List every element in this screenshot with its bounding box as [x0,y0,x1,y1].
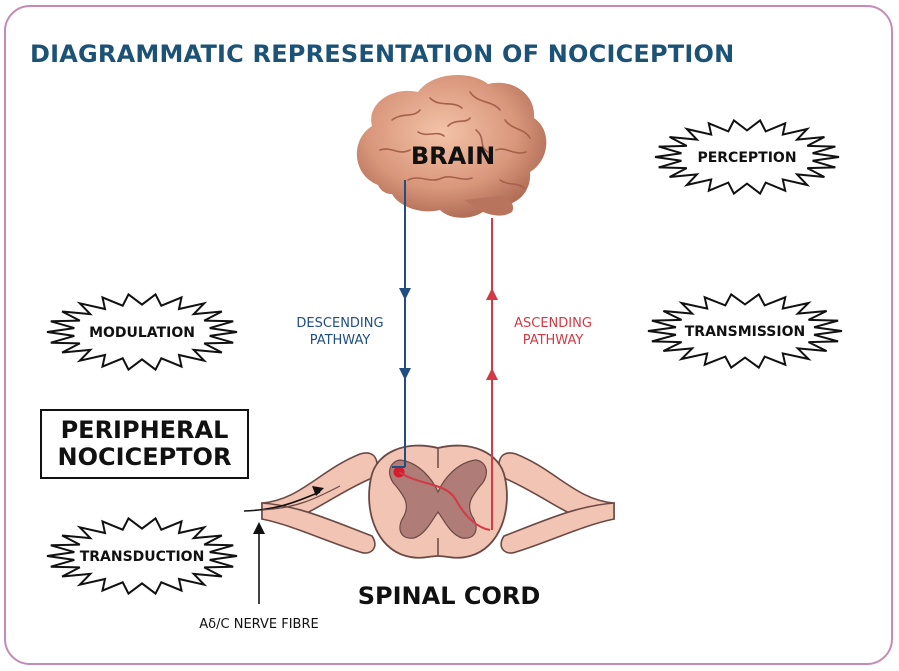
descending-label-1: DESCENDING [296,316,383,331]
starburst-icon [46,516,238,596]
modulation-label: MODULATION [89,325,195,341]
transmission-starburst: TRANSMISSION [647,292,843,370]
brain-icon: BRAIN [356,74,547,218]
starburst-icon [46,292,238,372]
modulation-starburst: MODULATION [46,292,238,372]
transduction-label: TRANSDUCTION [80,549,205,565]
ascending-label-1: ASCENDING [514,316,592,331]
ascending-label-2: PATHWAY [523,333,584,348]
perception-label: PERCEPTION [697,150,796,166]
nociceptor-label: NOCICEPTOR [57,443,232,471]
perception-starburst: PERCEPTION [654,118,840,196]
descending-pathway [392,180,411,468]
brain-label: BRAIN [411,142,495,170]
transduction-starburst: TRANSDUCTION [46,516,238,596]
descending-label-2: PATHWAY [310,333,371,348]
peripheral-nociceptor-box: PERIPHERAL NOCICEPTOR [40,409,249,479]
starburst-icon [654,118,840,196]
starburst-icon [647,292,843,370]
spinal-cord-label: SPINAL CORD [358,582,541,610]
page-title: DIAGRAMMATIC REPRESENTATION OF NOCICEPTI… [30,40,735,68]
ascending-pathway [486,218,498,530]
nerve-fibre-arrow [253,522,265,604]
transmission-label: TRANSMISSION [685,324,805,340]
nerve-fibre-label: Aδ/C NERVE FIBRE [199,617,318,632]
spinal-cord-icon [243,444,615,559]
page-frame [4,5,893,665]
peripheral-label: PERIPHERAL [60,416,229,444]
